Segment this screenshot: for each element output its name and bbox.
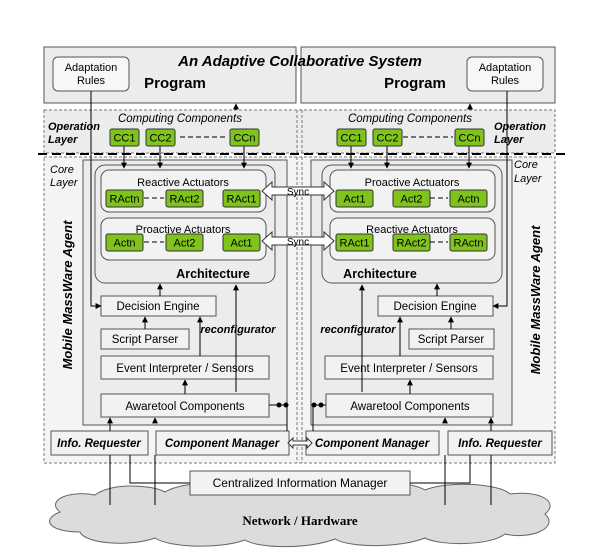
cc-left-2-label: CCn	[233, 133, 255, 145]
cc-right-0: CC1	[336, 128, 367, 147]
operation-layer-right-2: Layer	[494, 134, 524, 146]
sync-label-bottom: Sync	[287, 237, 309, 248]
cc-right-0-label: CC1	[340, 133, 362, 145]
component-manager-left	[155, 430, 290, 456]
left-actuator-1-1-label: Act2	[173, 238, 195, 250]
event-interpreter-left-text: Event Interpreter / Sensors	[116, 363, 254, 375]
cc-left-1: CC2	[145, 128, 176, 147]
cc-left-0: CC1	[109, 128, 140, 147]
component-manager-sync-arrow	[287, 436, 313, 450]
left-actuator-0-1-label: RAct2	[170, 194, 200, 206]
left-actuator-1-0-label: Actn	[113, 238, 135, 250]
component-manager-right-text: Component Manager	[315, 438, 430, 450]
component-manager-right	[305, 430, 440, 456]
adaptation-rules-right-line2: Rules	[491, 75, 520, 87]
decision-engine-left-text: Decision Engine	[116, 301, 199, 313]
connectors	[90, 91, 508, 505]
cc-right-2: CCn	[454, 128, 485, 147]
adaptation-rules-left-line2: Rules	[77, 75, 106, 87]
diagram-title: An Adaptive Collaborative System	[177, 53, 422, 70]
reconfigurator-right: reconfigurator	[320, 324, 396, 336]
computing-components-left: Computing Components	[118, 113, 242, 125]
connector-dots	[276, 402, 324, 408]
operation-layer-left-2: Layer	[48, 134, 78, 146]
architecture-label-right: Architecture	[343, 267, 417, 281]
cc-left-1-label: CC2	[149, 133, 171, 145]
operation-layer-left-1: Operation	[48, 121, 100, 133]
left-actuator-0-1: RAct2	[165, 189, 204, 208]
sync-arrow-bottom	[261, 230, 335, 252]
computing-components-right: Computing Components	[348, 113, 472, 125]
core-layer-left-1: Core	[50, 164, 74, 176]
left-actuator-1-0: Actn	[105, 233, 144, 252]
awaretool-right-text: Awaretool Components	[350, 401, 470, 413]
right-actuator-1-0: RAct1	[335, 233, 374, 252]
cc-left-0-label: CC1	[113, 133, 135, 145]
adaptation-rules-right-line1: Adaptation	[479, 62, 532, 74]
left-actuator-0-0: RActn	[105, 189, 144, 208]
core-layer-left-2: Layer	[50, 177, 79, 189]
right-group2-title: Reactive Actuators	[366, 224, 458, 236]
right-group1-title: Proactive Actuators	[365, 177, 460, 189]
right-actuator-0-2-label: Actn	[457, 194, 479, 206]
cc-right-1: CC2	[372, 128, 403, 147]
left-group1-title: Reactive Actuators	[137, 177, 229, 189]
sync-arrow-top	[261, 180, 335, 202]
sync-label-top: Sync	[287, 187, 309, 198]
info-requester-left-text: Info. Requester	[57, 438, 141, 450]
script-parser-right-text: Script Parser	[418, 334, 485, 346]
program-label-right: Program	[384, 75, 446, 92]
left-actuator-0-2: RAct1	[222, 189, 261, 208]
adaptation-rules-left-line1: Adaptation	[65, 62, 118, 74]
program-label-left: Program	[144, 75, 206, 92]
reconfigurator-left: reconfigurator	[200, 324, 276, 336]
decision-engine-right-text: Decision Engine	[393, 301, 476, 313]
right-actuator-0-0-label: Act1	[343, 194, 365, 206]
left-group2-title: Proactive Actuators	[136, 224, 231, 236]
right-actuator-1-1-label: RAct2	[397, 238, 427, 250]
info-requester-right-text: Info. Requester	[458, 438, 542, 450]
right-actuator-0-0: Act1	[335, 189, 374, 208]
right-actuator-0-1: Act2	[392, 189, 431, 208]
info-requester-right	[447, 430, 553, 456]
component-manager-left-text: Component Manager	[165, 438, 280, 450]
right-actuator-0-2: Actn	[449, 189, 488, 208]
right-actuator-1-1: RAct2	[392, 233, 431, 252]
event-interpreter-right	[324, 355, 494, 380]
cc-right-2-label: CCn	[458, 133, 480, 145]
core-layer-right-1: Core	[514, 159, 538, 171]
agent-label-left: Mobile MassWare Agent	[60, 220, 75, 369]
script-parser-left-text: Script Parser	[112, 334, 179, 346]
left-actuator-0-2-label: RAct1	[227, 194, 257, 206]
cc-right-1-label: CC2	[376, 133, 398, 145]
right-actuator-0-1-label: Act2	[400, 194, 422, 206]
event-interpreter-left	[100, 355, 270, 380]
central-manager-text: Centralized Information Manager	[213, 476, 388, 490]
left-actuator-1-2: Act1	[222, 233, 261, 252]
left-actuator-0-0-label: RActn	[110, 194, 140, 206]
network-text: Network / Hardware	[242, 513, 358, 528]
architecture-label-left: Architecture	[176, 267, 250, 281]
right-actuator-1-0-label: RAct1	[340, 238, 370, 250]
left-actuator-1-1: Act2	[165, 233, 204, 252]
awaretool-left-text: Awaretool Components	[125, 401, 245, 413]
info-requester-left	[50, 430, 149, 456]
left-actuator-1-2-label: Act1	[230, 238, 252, 250]
adaptation-rules-right	[466, 56, 544, 92]
event-interpreter-right-text: Event Interpreter / Sensors	[340, 363, 478, 375]
core-layer-right-2: Layer	[514, 173, 543, 185]
right-actuator-1-2-label: RActn	[454, 238, 484, 250]
operation-layer-right-1: Operation	[494, 121, 546, 133]
agent-label-right: Mobile MassWare Agent	[528, 225, 543, 374]
right-actuator-1-2: RActn	[449, 233, 488, 252]
cc-left-2: CCn	[229, 128, 260, 147]
